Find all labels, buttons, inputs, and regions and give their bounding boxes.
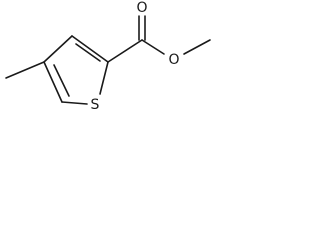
bond-ring-c4-c3 [43, 35, 73, 63]
bond-ring-c5-c4-inner [53, 64, 70, 97]
bond-ring-c3-c2-inner [75, 43, 101, 62]
bond-ring-s-c5 [61, 101, 88, 105]
bond-ring-to-carbonyl-carbon [107, 39, 143, 63]
bond-methyl-to-ring [5, 61, 45, 79]
bond-ring-c3-c2 [71, 35, 109, 63]
atom-ester-oxygen: O [168, 52, 179, 68]
atom-carbonyl-oxygen: O [136, 0, 147, 16]
bond-carbonyl-to-ester-oxygen [141, 39, 165, 55]
bond-ring-c5-c4 [43, 61, 63, 103]
atom-ring-sulfur: S [91, 97, 100, 113]
methyl-4-methylthiophene-2-carboxylate-structure: S O O [5, 0, 211, 113]
bond-ring-c2-s [99, 61, 109, 95]
bond-ester-oxygen-to-methyl [183, 39, 211, 55]
